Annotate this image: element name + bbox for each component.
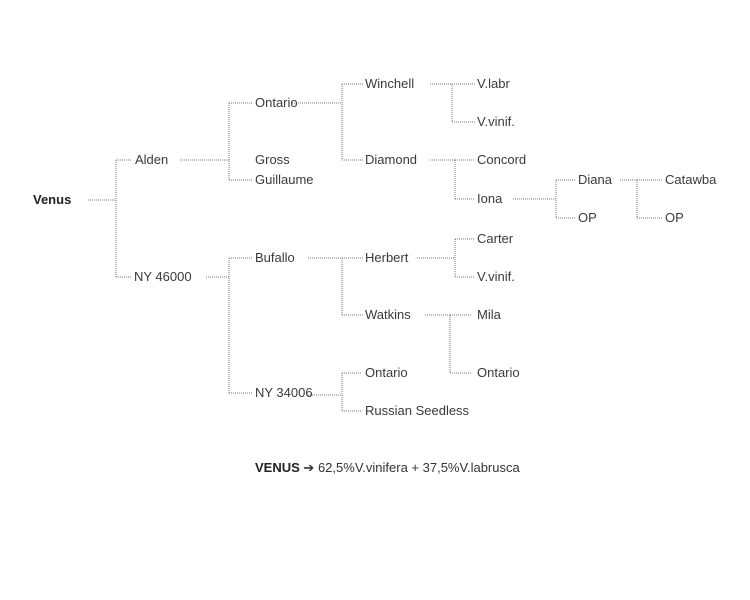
- node-concord: Concord: [477, 152, 527, 167]
- node-alden: Alden: [135, 152, 169, 167]
- node-gross: Gross: [255, 152, 290, 167]
- summary-composition: 62,5%V.vinifera + 37,5%V.labrusca: [317, 460, 520, 475]
- node-bufallo: Bufallo: [255, 250, 295, 265]
- node-v-labr: V.labr: [477, 76, 510, 91]
- node-herbert: Herbert: [365, 250, 409, 265]
- node-ontario: Ontario: [477, 365, 520, 380]
- node-diamond: Diamond: [365, 152, 418, 167]
- node-winchell: Winchell: [365, 76, 415, 91]
- node-ontario: Ontario: [365, 365, 408, 380]
- node-venus: Venus: [33, 192, 72, 207]
- node-v-vinif: V.vinif.: [477, 114, 515, 129]
- node-iona: Iona: [477, 191, 503, 206]
- node-catawba: Catawba: [665, 172, 717, 187]
- node-ny34006: NY 34006: [255, 385, 313, 400]
- node-carter: Carter: [477, 231, 514, 246]
- node-russian-seedless: Russian Seedless: [365, 403, 470, 418]
- node-ny46000: NY 46000: [134, 269, 192, 284]
- node-op: OP: [665, 210, 684, 225]
- composition-summary: VENUS ➔ 62,5%V.vinifera + 37,5%V.labrusc…: [255, 460, 520, 476]
- node-v-vinif: V.vinif.: [477, 269, 515, 284]
- node-op: OP: [578, 210, 597, 225]
- arrow-icon: ➔: [303, 460, 315, 475]
- node-guillaume: Guillaume: [255, 172, 314, 187]
- node-ontario: Ontario: [255, 95, 298, 110]
- node-watkins: Watkins: [365, 307, 411, 322]
- node-diana: Diana: [578, 172, 612, 187]
- summary-name: VENUS: [255, 460, 300, 475]
- node-mila: Mila: [477, 307, 501, 322]
